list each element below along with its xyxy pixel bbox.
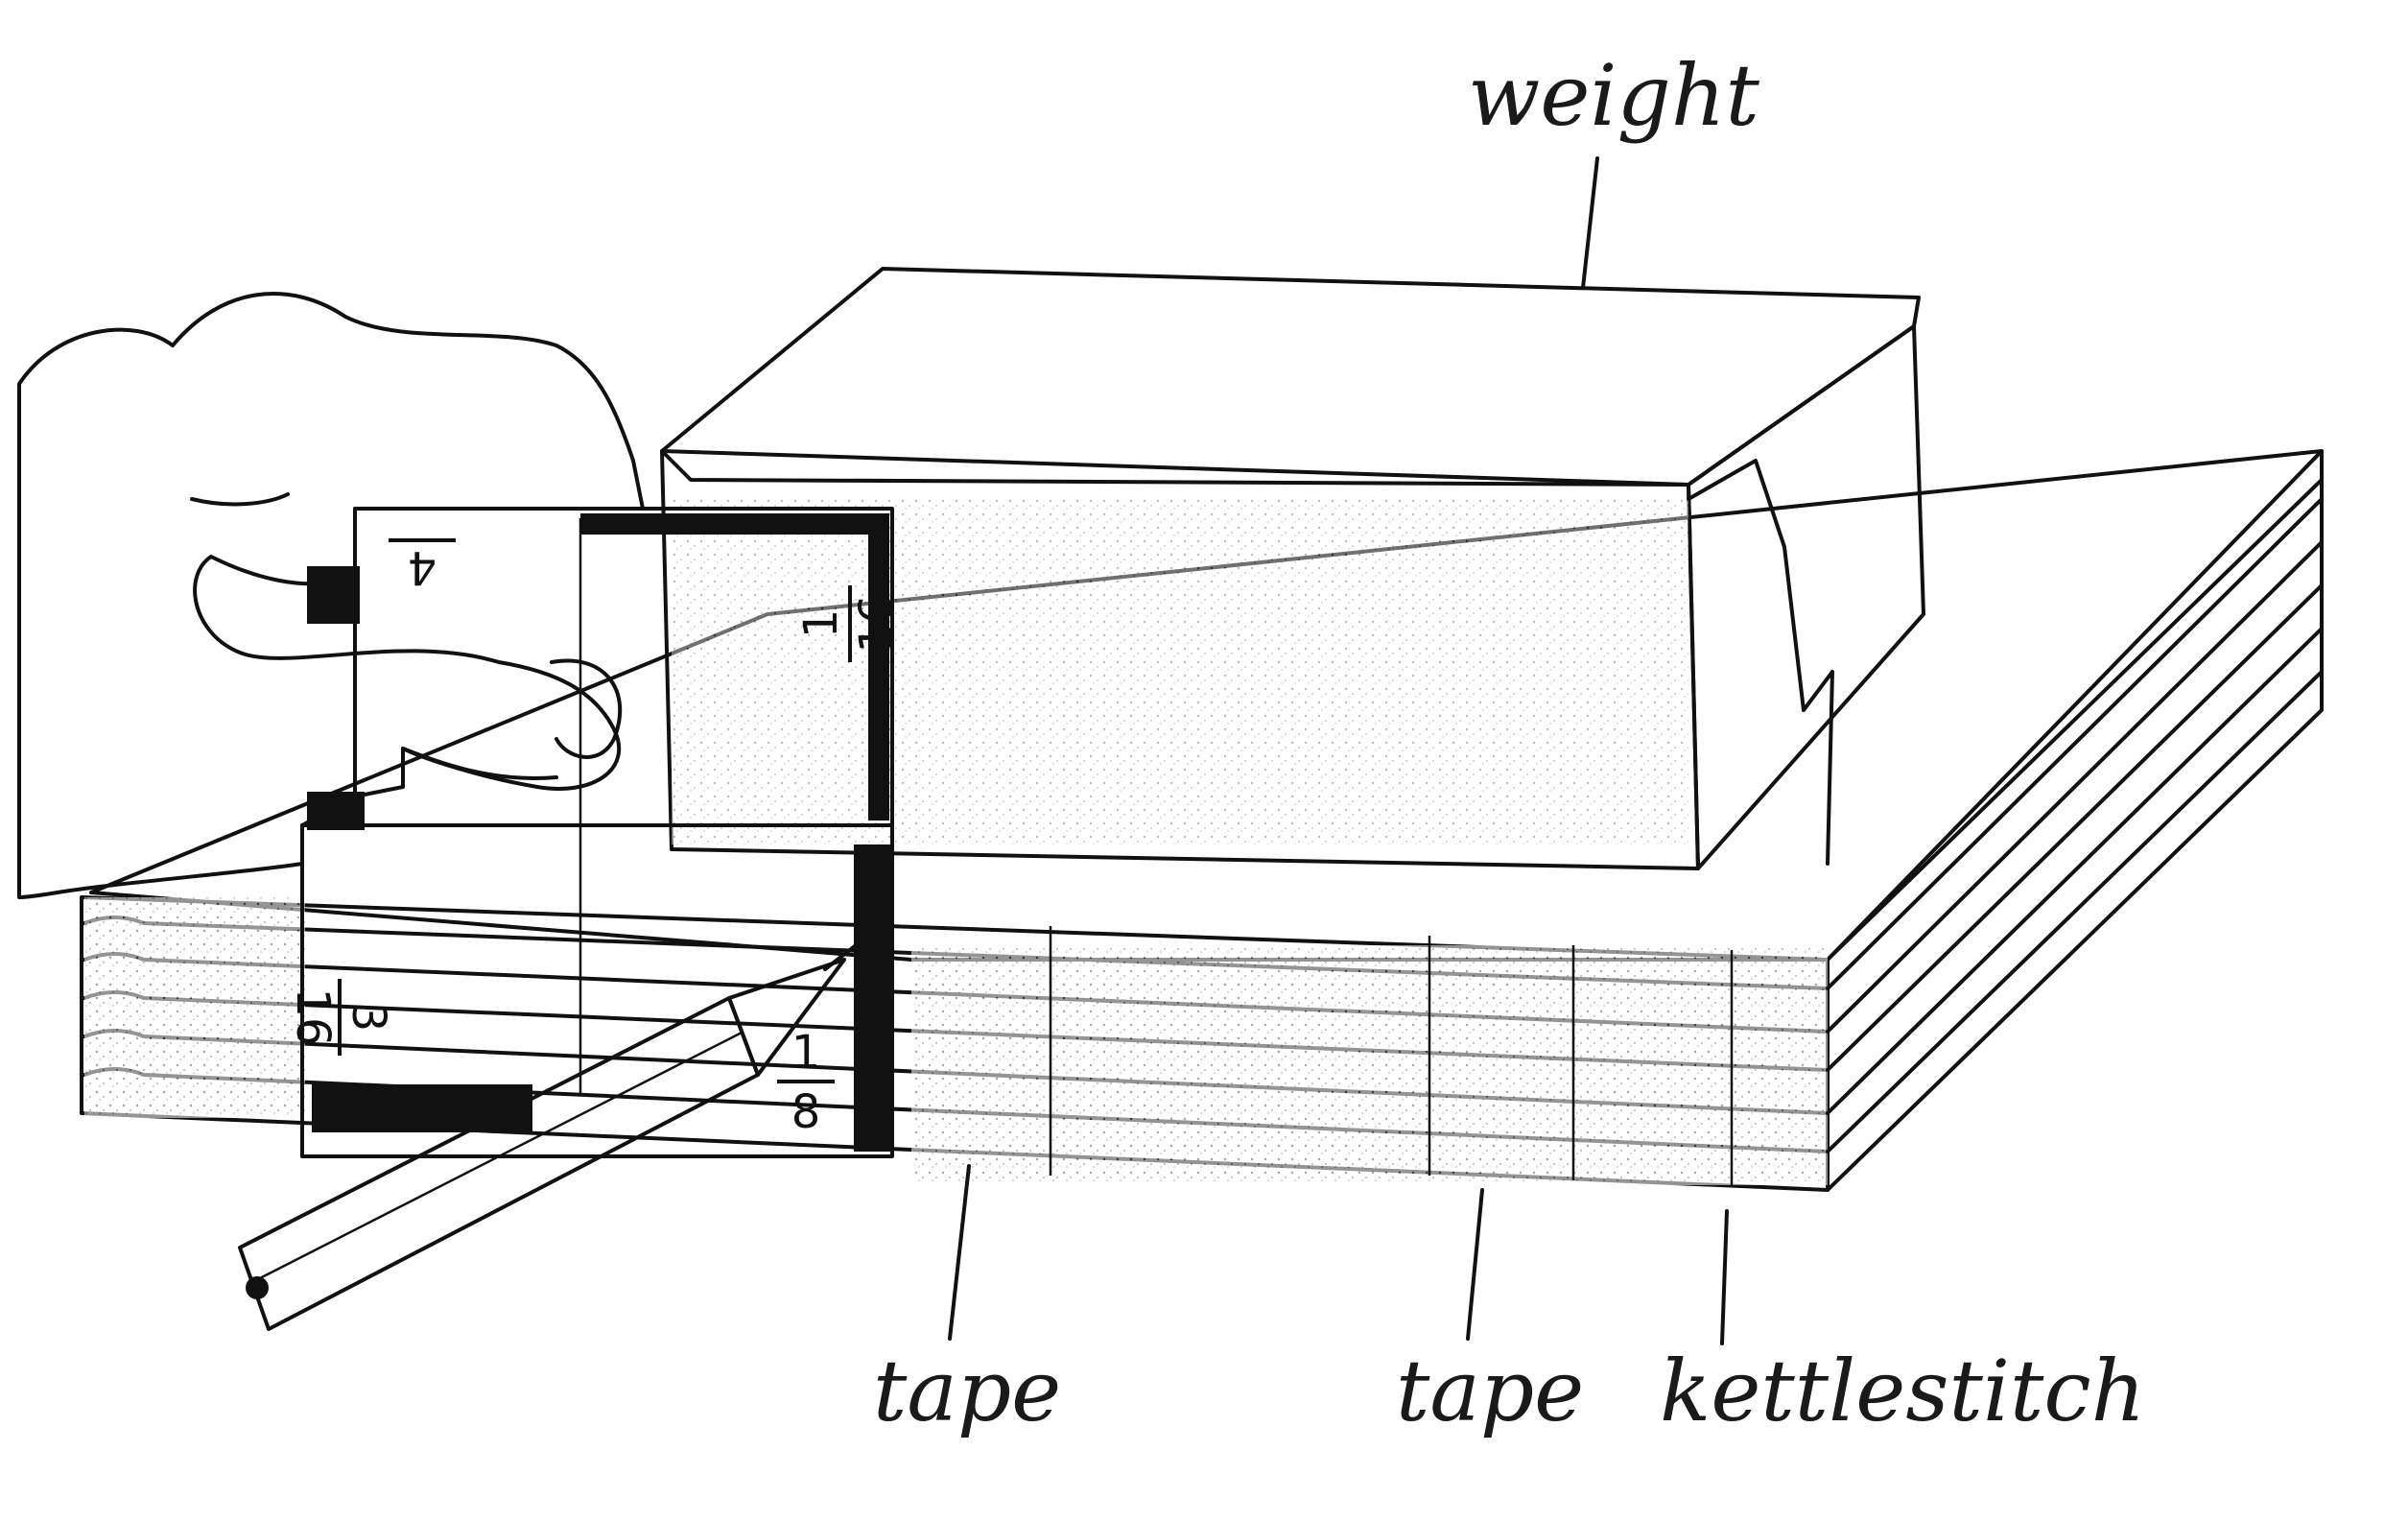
weight-top <box>660 267 1921 487</box>
weight-front-shading <box>672 499 1688 844</box>
svg-text:1: 1 <box>791 1026 821 1080</box>
measuring-gauge: 4 1 16 3 16 1 8 <box>286 507 904 1158</box>
pencil-end-lead <box>246 1276 269 1299</box>
svg-text:1: 1 <box>794 609 848 639</box>
book-block <box>80 449 2324 1192</box>
pencil-tip-wood <box>727 958 846 1077</box>
thumbnail <box>550 658 623 759</box>
label-quarter: 4 <box>389 538 456 594</box>
label-tape-left: tape <box>873 1342 1061 1440</box>
leader-kettlestitch <box>1720 1209 1729 1345</box>
leader-weight <box>1581 156 1599 290</box>
leader-tape-right <box>1466 1188 1484 1341</box>
weight-block <box>660 267 1925 870</box>
weight-wrap-fold <box>1687 459 1834 866</box>
svg-text:16: 16 <box>850 594 904 653</box>
svg-text:3: 3 <box>342 1003 395 1033</box>
label-one-eighth: 1 8 <box>777 1026 835 1139</box>
label-three-sixteenths: 3 16 <box>286 979 395 1056</box>
pencil <box>238 934 870 1331</box>
label-tape-right: tape <box>1396 1342 1584 1440</box>
svg-text:4: 4 <box>408 540 437 594</box>
svg-text:8: 8 <box>791 1085 821 1139</box>
spine-tick-marks <box>1049 926 1734 1185</box>
weight-right <box>1687 324 1925 870</box>
knuckle-line <box>190 492 290 507</box>
leader-tape-left <box>948 1164 971 1341</box>
hand-outline <box>17 292 645 899</box>
label-kettlestitch: kettlestitch <box>1660 1342 2145 1440</box>
annotations: weight tape tape kettlestitch <box>873 46 2145 1440</box>
pencil-body <box>238 996 760 1331</box>
book-spine-face <box>80 895 1830 1192</box>
svg-text:16: 16 <box>286 987 340 1046</box>
fore-edge-grooves <box>1826 497 2324 1153</box>
label-weight: weight <box>1468 46 1760 145</box>
thumb-line <box>401 747 558 780</box>
weight-front <box>660 449 1700 870</box>
label-one-sixteenth: 1 16 <box>794 585 904 662</box>
hand <box>17 292 645 899</box>
spine-shading <box>84 897 1828 1185</box>
